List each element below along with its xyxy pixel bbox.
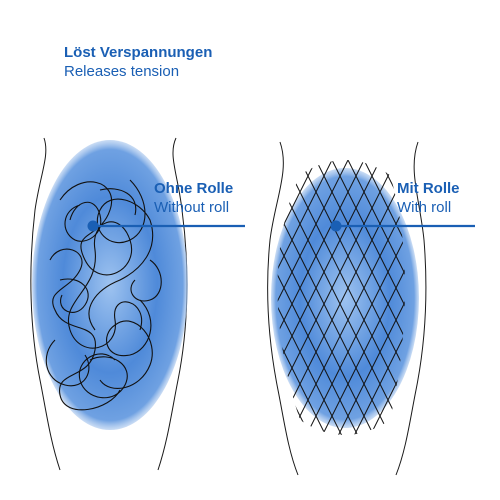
without-roll-title: Ohne Rolle <box>154 180 234 197</box>
mesh-strand <box>277 160 393 435</box>
heading: Löst Verspannungen Releases tension <box>64 44 212 82</box>
mesh-strand <box>464 160 500 440</box>
without-roll-subtitle: Without roll <box>154 199 230 216</box>
mesh-strand <box>299 160 405 435</box>
left-pointer-dot <box>87 220 99 232</box>
with-roll-title: Mit Rolle <box>397 180 460 197</box>
mesh-strand <box>277 160 345 435</box>
mesh-strand <box>0 160 12 440</box>
mesh-strand <box>277 160 405 435</box>
mesh-strand <box>277 160 349 435</box>
right-muscle-fill <box>271 168 419 428</box>
right-limb-outline-left <box>267 141 299 476</box>
mesh-strand <box>277 160 377 435</box>
right-limb-outline-right <box>395 141 427 476</box>
with-roll-subtitle: With roll <box>397 199 452 216</box>
mesh-strand <box>319 160 405 435</box>
heading-title: Löst Verspannungen <box>64 44 213 61</box>
tangled-fibers <box>45 179 162 411</box>
mesh-strand <box>0 160 28 440</box>
mesh-strand <box>277 160 329 435</box>
mesh-strand <box>315 160 405 435</box>
mesh-strand <box>331 160 405 435</box>
heading-subtitle: Releases tension <box>64 63 180 80</box>
mesh-strand <box>335 160 405 435</box>
mesh-strand <box>367 160 405 435</box>
left-limb-outline-left <box>30 137 61 471</box>
mesh-strand <box>277 160 381 435</box>
mesh-strand <box>277 160 405 435</box>
mesh-strand <box>277 160 365 435</box>
with-roll-label: Mit Rolle With roll <box>397 180 460 218</box>
mesh-strand <box>303 160 405 435</box>
mesh-strand <box>277 160 317 435</box>
right-pointer-dot <box>330 220 342 232</box>
mesh-strand <box>351 160 405 435</box>
mesh-strand <box>277 160 361 435</box>
mesh-strand <box>277 160 333 435</box>
left-limb <box>30 137 188 471</box>
mesh-strand <box>460 160 500 440</box>
mesh-strand <box>476 160 500 440</box>
without-roll-label: Ohne Rolle Without roll <box>154 180 233 218</box>
mesh-strand <box>492 160 500 440</box>
mesh-strand <box>363 160 405 435</box>
mesh-strand <box>347 160 405 435</box>
